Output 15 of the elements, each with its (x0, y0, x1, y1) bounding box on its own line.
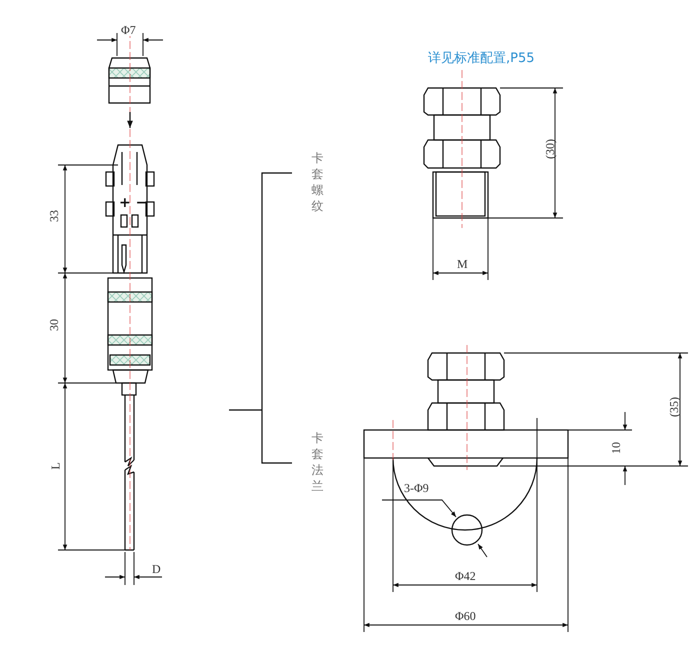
dimension-label: Φ42 (455, 570, 476, 582)
dimension-label: Φ7 (121, 24, 136, 36)
dimension-label: L (50, 462, 62, 470)
note-text: 详见标准配置,P55 (428, 52, 535, 65)
dimension-label: 33 (48, 210, 60, 222)
dimension-label: 30 (48, 319, 60, 331)
dimension-label: Φ60 (455, 610, 476, 622)
part-name: 卡套法兰 (311, 430, 324, 494)
dimension-label: (35) (668, 397, 680, 417)
dimension-label: D (152, 563, 161, 575)
dimension-label: (30) (544, 139, 556, 159)
dimension-label: 3-Φ9 (404, 482, 429, 494)
part-name: 卡套螺纹 (311, 150, 324, 214)
dimension-label: 10 (610, 442, 622, 454)
dimension-label: M (457, 258, 468, 270)
